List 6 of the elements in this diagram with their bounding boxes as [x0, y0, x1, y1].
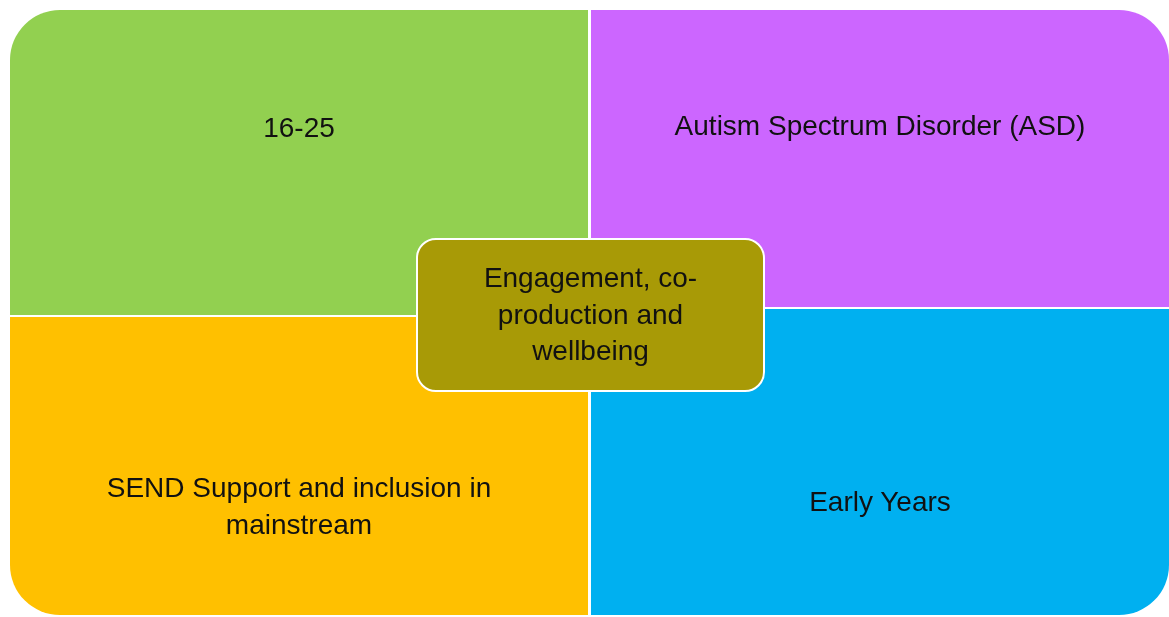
- quadrant-label: Autism Spectrum Disorder (ASD): [674, 109, 1086, 143]
- center-label: Engagement, co-production and wellbeing: [482, 261, 699, 369]
- quadrant-label: SEND Support and inclusion in mainstream: [105, 471, 493, 542]
- center-box: [416, 238, 765, 392]
- quadrant-label: Early Years: [809, 484, 951, 519]
- quadrant-label: 16-25: [263, 111, 335, 145]
